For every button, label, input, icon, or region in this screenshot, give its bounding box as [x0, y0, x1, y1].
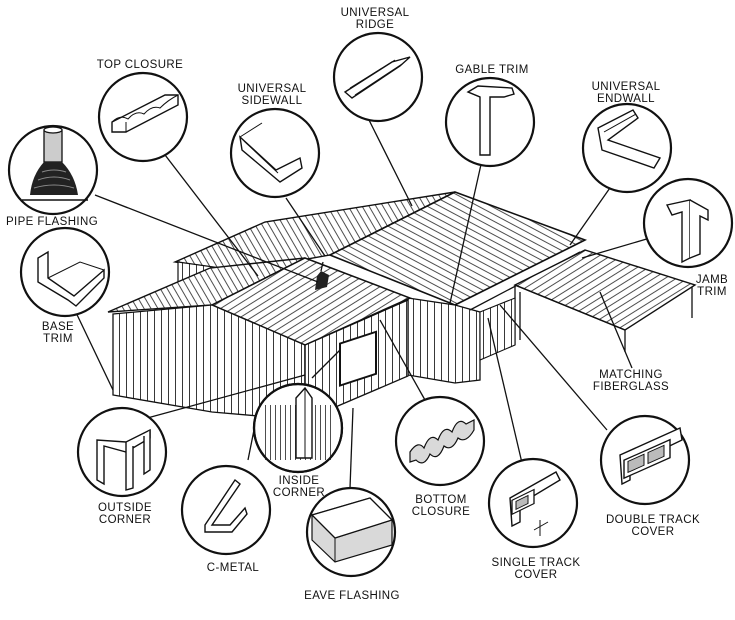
label-matching-fiberglass-2: FIBERGLASS [593, 381, 669, 393]
label-matching-fiberglass-1: MATCHING [599, 369, 663, 381]
label-outside-corner-2: CORNER [99, 514, 151, 526]
building [107, 191, 697, 421]
label-gable-trim: GABLE TRIM [455, 64, 528, 76]
label-bottom-closure-2: CLOSURE [412, 506, 470, 518]
label-base-trim-1: BASE [42, 321, 74, 333]
label-top-closure: TOP CLOSURE [97, 59, 183, 71]
label-eave-flashing: EAVE FLASHING [304, 590, 400, 602]
bubble-universal-sidewall [229, 107, 321, 199]
bubble-universal-ridge [332, 31, 424, 123]
label-inside-corner-2: CORNER [273, 487, 325, 499]
bubble-c-metal [180, 464, 272, 556]
label-universal-endwall-2: ENDWALL [597, 93, 655, 105]
labels: UNIVERSAL RIDGE TOP CLOSURE GABLE TRIM U… [6, 7, 728, 602]
roof-pipe [315, 271, 329, 290]
bubble-double-track-cover [599, 414, 691, 506]
label-pipe-flashing: PIPE FLASHING [6, 216, 98, 228]
bubble-base-trim [19, 226, 111, 318]
bubble-outside-corner [76, 406, 168, 498]
label-c-metal: C-METAL [207, 562, 260, 574]
label-outside-corner-1: OUTSIDE [98, 502, 152, 514]
main-front-wall [407, 297, 481, 384]
label-base-trim-2: TRIM [43, 333, 73, 345]
bubble-gable-trim [444, 76, 536, 168]
label-double-track-cover-2: COVER [632, 526, 675, 538]
label-single-track-cover-2: COVER [515, 569, 558, 581]
window [339, 330, 377, 387]
bubble-universal-endwall [581, 102, 673, 194]
bubble-jamb-trim [642, 177, 734, 269]
label-universal-sidewall-1: UNIVERSAL [238, 83, 307, 95]
label-universal-ridge-2: RIDGE [356, 19, 394, 31]
bubble-top-closure [97, 71, 189, 163]
leader-lines [69, 117, 651, 489]
bubble-inside-corner [252, 382, 344, 474]
label-single-track-cover-1: SINGLE TRACK [492, 557, 581, 569]
label-universal-sidewall-2: SIDEWALL [242, 95, 303, 107]
label-inside-corner-1: INSIDE [279, 475, 320, 487]
bubble-pipe-flashing [7, 124, 99, 216]
label-jamb-trim-1: JAMB [696, 274, 728, 286]
label-bottom-closure-1: BOTTOM [415, 494, 466, 506]
label-double-track-cover-1: DOUBLE TRACK [606, 514, 700, 526]
bubble-single-track-cover [487, 457, 579, 549]
label-universal-ridge-1: UNIVERSAL [341, 7, 410, 19]
bubble-bottom-closure [394, 395, 486, 487]
bubble-eave-flashing [305, 486, 397, 578]
label-jamb-trim-2: TRIM [697, 286, 727, 298]
label-universal-endwall-1: UNIVERSAL [592, 81, 661, 93]
